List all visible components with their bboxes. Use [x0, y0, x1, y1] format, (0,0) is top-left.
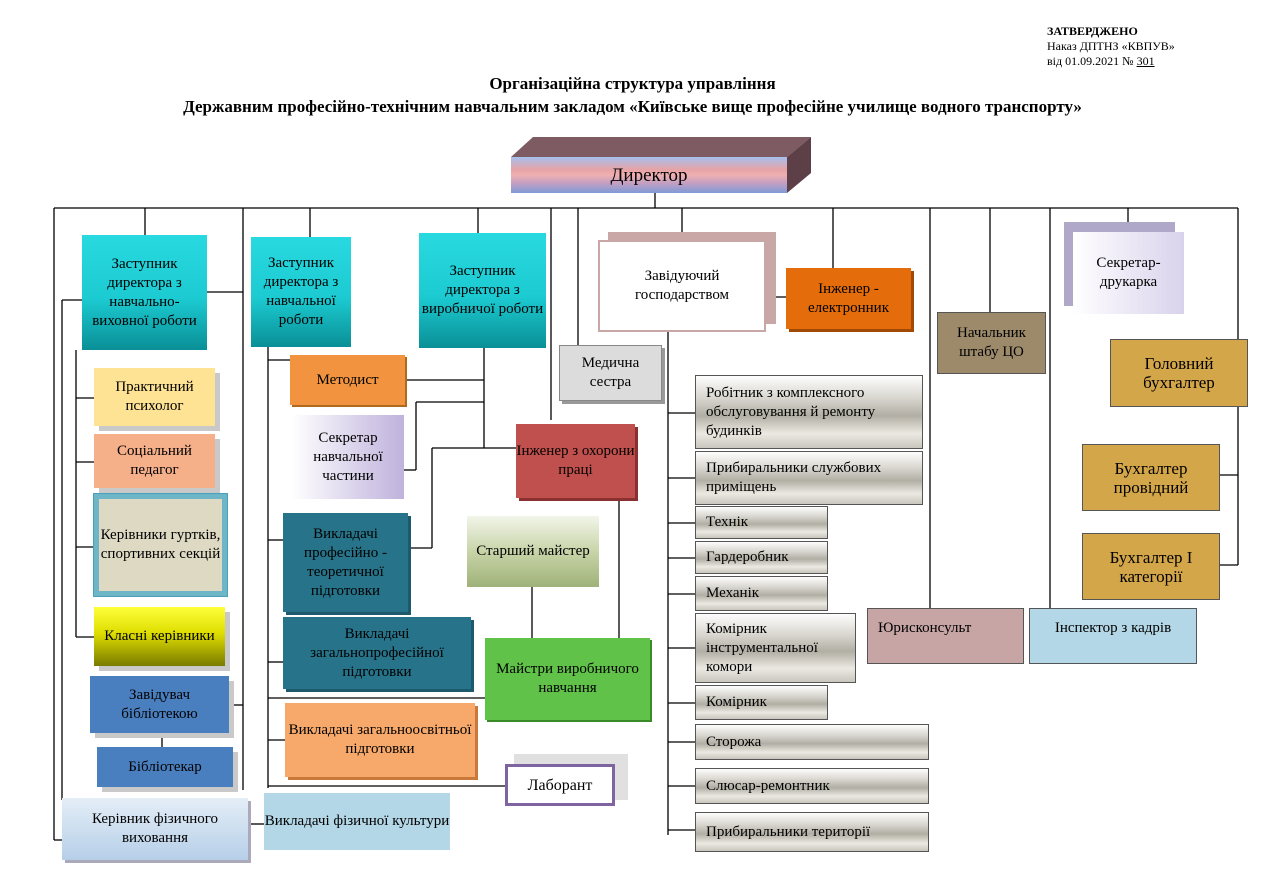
electronics-engineer: Інженер - електронник: [786, 268, 911, 329]
deputy-production: Заступник директора з виробничої роботи: [419, 233, 546, 348]
approval-stamp: ЗАТВЕРДЖЕНО Наказ ДПТНЗ «КВПУВ» від 01.0…: [1047, 24, 1175, 69]
teachers-general-prof: Викладачі загальнопрофесійної підготовки: [283, 617, 471, 689]
senior-master: Старший майстер: [467, 516, 599, 587]
psychologist: Практичний психолог: [94, 368, 215, 426]
technician: Технік: [695, 506, 828, 539]
director-box-top: [511, 137, 811, 157]
medical-nurse: Медична сестра: [559, 345, 662, 401]
teachers-prof-theory: Викладачі професійно - теоретичної підго…: [283, 513, 408, 612]
chart-subtitle: Державним професійно-технічним навчальни…: [183, 97, 1082, 116]
approval-order-number: 301: [1136, 54, 1155, 68]
repair-locksmith: Слюсар-ремонтник: [695, 768, 929, 804]
watchmen: Сторожа: [695, 724, 929, 760]
club-leaders: Керівники гуртків, спортивних секцій: [93, 493, 228, 597]
chief-accountant: Головний бухгалтер: [1110, 339, 1248, 407]
accountant-cat1: Бухгалтер І категорії: [1082, 533, 1220, 600]
tool-storekeeper: Комірник інструментальної комори: [695, 613, 856, 683]
cloakroom-attendant: Гардеробник: [695, 541, 828, 574]
typist-secretary: Секретар-друкарка: [1073, 232, 1184, 314]
approval-date-prefix: від 01.09.2021 №: [1047, 54, 1134, 68]
deputy-edu: Заступник директора з навчальної роботи: [251, 237, 351, 347]
pe-teachers: Викладачі фізичної культури: [264, 793, 450, 850]
lab-assistant: Лаборант: [505, 764, 615, 806]
maintenance-worker: Робітник з комплексного обслуговування й…: [695, 375, 923, 449]
librarian: Бібліотекар: [97, 747, 233, 787]
production-masters: Майстри виробничого навчання: [485, 638, 650, 720]
household-head: Завідуючий господарством: [598, 240, 766, 332]
mechanic: Механік: [695, 576, 828, 611]
hr-inspector: Інспектор з кадрів: [1029, 608, 1197, 664]
lead-accountant: Бухгалтер провідний: [1082, 444, 1220, 511]
social-teacher: Соціальний педагог: [94, 434, 215, 488]
safety-engineer: Інженер з охорони праці: [516, 424, 635, 498]
director-box-side: [787, 137, 813, 193]
approval-order: Наказ ДПТНЗ «КВПУВ»: [1047, 39, 1175, 53]
office-cleaners: Прибиральники службових приміщень: [695, 451, 923, 505]
pe-head: Керівник фізичного виховання: [62, 798, 248, 860]
class-leaders: Класні керівники: [94, 607, 225, 666]
chart-title: Організаційна структура управління: [489, 74, 776, 93]
approval-date: від 01.09.2021 № 301: [1047, 54, 1175, 69]
secretary-edu: Секретар навчальної частини: [292, 415, 404, 499]
territory-cleaners: Прибиральники території: [695, 812, 929, 852]
deputy-edu-upbringing: Заступник директора з навчально-виховної…: [82, 235, 207, 350]
methodist: Методист: [290, 355, 405, 405]
civil-defense-chief: Начальник штабу ЦО: [937, 312, 1046, 374]
approval-heading: ЗАТВЕРДЖЕНО: [1047, 24, 1138, 38]
director: Директор: [511, 157, 787, 193]
lawyer: Юрисконсульт: [867, 608, 1024, 664]
teachers-general-edu: Викладачі загальноосвітньої підготовки: [285, 703, 475, 777]
library-head: Завідувач бібліотекою: [90, 676, 229, 733]
storekeeper: Комірник: [695, 685, 828, 720]
